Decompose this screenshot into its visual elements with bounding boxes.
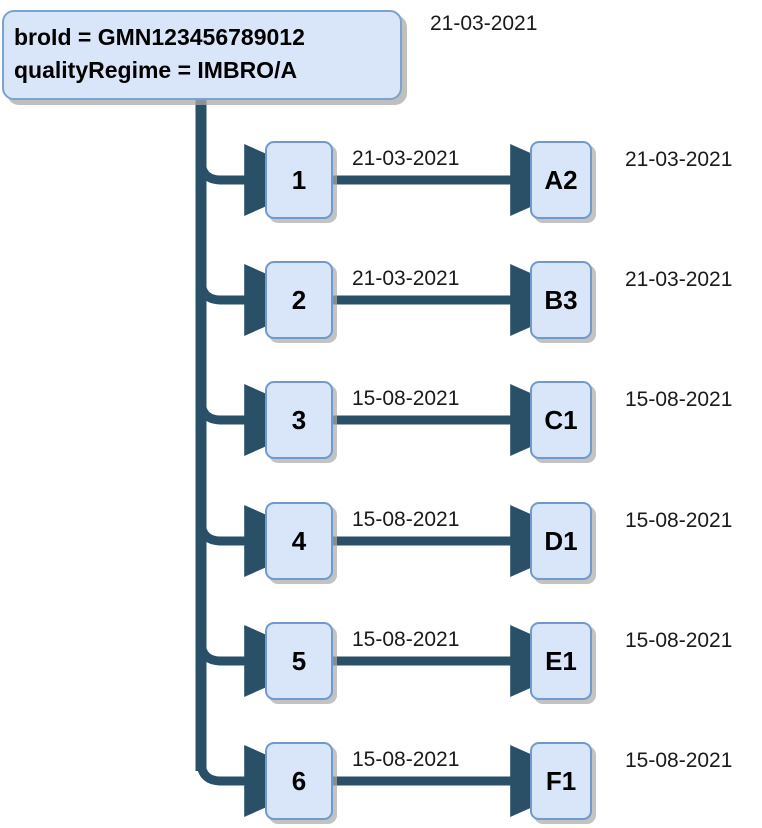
right-node-1[interactable]: A2: [530, 141, 592, 219]
branch-line-3: [196, 384, 326, 456]
end-date-1: 21-03-2021: [625, 148, 733, 171]
right-node-5-label: E1: [545, 645, 577, 676]
right-node-2-label: B3: [544, 284, 578, 315]
branch-line-2: [196, 264, 326, 336]
branch-line-4: [196, 505, 326, 577]
right-node-3[interactable]: C1: [530, 381, 592, 459]
right-node-3-label: C1: [544, 404, 578, 435]
end-date-2: 21-03-2021: [625, 268, 733, 291]
edge-date-5: 15-08-2021: [352, 628, 460, 651]
left-node-4[interactable]: 4: [265, 502, 333, 580]
right-node-1-label: A2: [544, 164, 578, 195]
left-node-2[interactable]: 2: [265, 261, 333, 339]
branch-line-5: [196, 625, 326, 697]
left-node-3[interactable]: 3: [265, 381, 333, 459]
left-node-6[interactable]: 6: [265, 742, 333, 820]
left-node-6-label: 6: [291, 765, 307, 796]
end-date-6: 15-08-2021: [625, 749, 733, 772]
left-node-4-label: 4: [291, 525, 307, 556]
left-node-3-label: 3: [291, 404, 307, 435]
right-node-6-label: F1: [545, 765, 577, 796]
branch-line-1: [196, 144, 326, 216]
root-qualityregime-text: qualityRegime = IMBRO/A: [14, 57, 298, 83]
end-date-5: 15-08-2021: [625, 629, 733, 652]
left-node-1[interactable]: 1: [265, 141, 333, 219]
right-node-2[interactable]: B3: [530, 261, 592, 339]
root-broid-text: broId = GMN123456789012: [14, 24, 305, 50]
edge-date-2: 21-03-2021: [352, 267, 460, 290]
edge-date-1: 21-03-2021: [352, 147, 460, 170]
left-node-5-label: 5: [291, 645, 307, 676]
branch-line-6: [196, 745, 326, 817]
left-node-2-label: 2: [291, 284, 307, 315]
right-node-4-label: D1: [544, 525, 578, 556]
left-node-5[interactable]: 5: [265, 622, 333, 700]
left-node-1-label: 1: [291, 164, 307, 195]
edge-date-6: 15-08-2021: [352, 748, 460, 771]
end-date-3: 15-08-2021: [625, 388, 733, 411]
root-date-label: 21-03-2021: [430, 12, 538, 35]
end-date-4: 15-08-2021: [625, 509, 733, 532]
edge-date-3: 15-08-2021: [352, 387, 460, 410]
right-node-6[interactable]: F1: [530, 742, 592, 820]
right-node-5[interactable]: E1: [530, 622, 592, 700]
root-node-box[interactable]: broId = GMN123456789012 qualityRegime = …: [2, 10, 402, 100]
edge-date-4: 15-08-2021: [352, 508, 460, 531]
right-node-4[interactable]: D1: [530, 502, 592, 580]
